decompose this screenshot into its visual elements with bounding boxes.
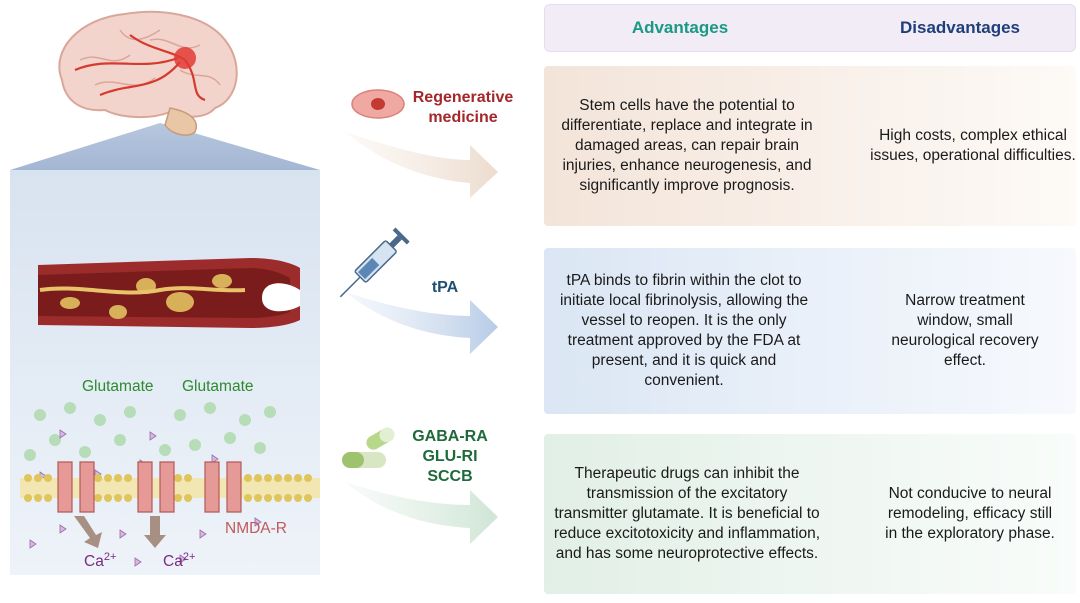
nmda-label: NMDA-R — [225, 520, 287, 537]
illustration-svg — [10, 10, 320, 575]
advantage-tpa: tPA binds to fibrin within the clot to i… — [559, 272, 809, 389]
therapy-arrows — [339, 89, 498, 544]
nmda-receptors — [57, 461, 242, 513]
header-bar — [544, 4, 1076, 52]
arrow-tpa — [345, 292, 498, 354]
calcium-charge: 2+ — [103, 551, 117, 563]
tpa-label: tPA — [431, 279, 459, 296]
calcium-arrows — [74, 516, 166, 548]
row-bg-drugs — [544, 434, 1076, 594]
calcium-label-2: Ca2+ — [163, 551, 195, 571]
drugs-label: GABA-RA GLU-RI SCCB — [412, 428, 488, 485]
stem-cell-icon — [351, 89, 405, 119]
glutamate-dots — [24, 402, 276, 461]
calcium-text: Ca — [163, 553, 183, 571]
pill-icon — [342, 427, 395, 468]
arrow-regenerative — [345, 132, 498, 198]
calcium-charge: 2+ — [182, 551, 196, 563]
glutamate-label-1: Glutamate — [82, 378, 154, 395]
disadvantage-drugs: Not conducive to neural remodeling, effi… — [885, 485, 1055, 542]
advantage-regenerative: Stem cells have the potential to differe… — [561, 97, 813, 194]
advantages-header: Advantages — [631, 18, 729, 37]
syringe-icon — [339, 227, 410, 298]
blood-vessel-icon — [38, 258, 300, 328]
regenerative-medicine-label: Regenerative medicine — [412, 89, 514, 126]
disadvantages-header: Disadvantages — [900, 18, 1020, 37]
disadvantage-tpa: Narrow treatment window, small neurologi… — [891, 292, 1039, 369]
zoom-cone — [10, 123, 320, 170]
advantage-drugs: Therapeutic drugs can inhibit the transm… — [553, 465, 821, 562]
row-bg-tpa — [544, 248, 1076, 414]
disadvantage-regenerative: High costs, complex ethical issues, oper… — [870, 127, 1076, 164]
arrow-drugs — [345, 482, 498, 544]
zoom-panel — [10, 170, 320, 575]
row-bg-regenerative — [544, 66, 1076, 226]
glutamate-label-2: Glutamate — [182, 378, 254, 395]
calcium-text: Ca — [84, 553, 104, 571]
brain-icon — [58, 10, 238, 136]
calcium-label-1: Ca2+ — [84, 551, 116, 571]
illustration-panel — [0, 0, 330, 598]
